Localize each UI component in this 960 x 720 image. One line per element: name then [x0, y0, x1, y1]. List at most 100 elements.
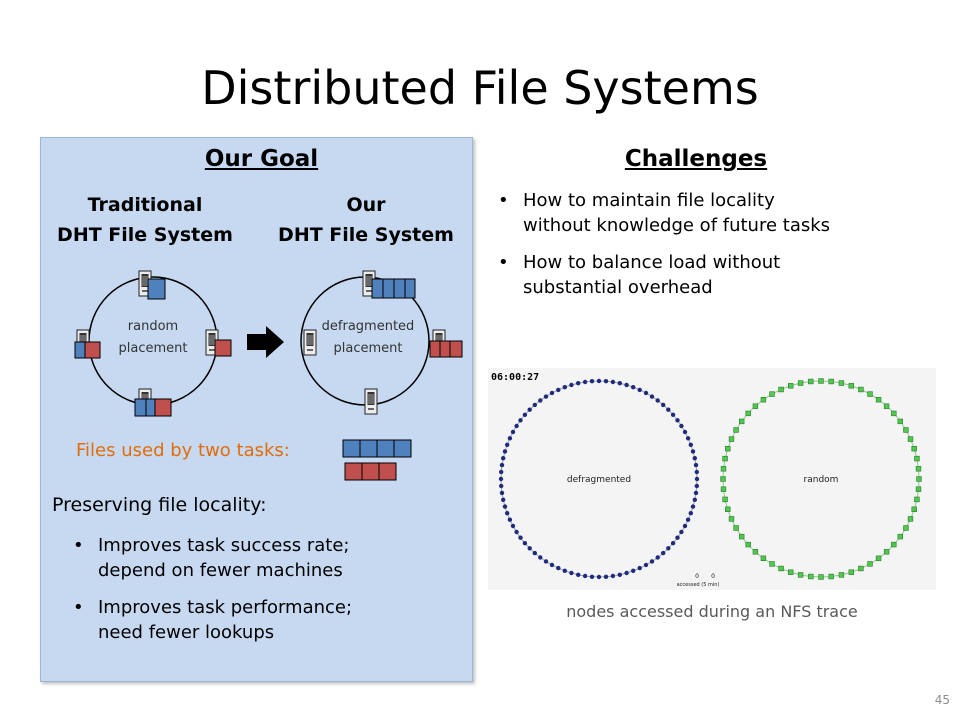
- trace-node: [643, 390, 649, 396]
- trace-node: [527, 407, 532, 412]
- trace-node: [505, 511, 510, 516]
- our-heading: Our DHT File System: [261, 190, 471, 250]
- trace-node: [769, 391, 775, 397]
- bullet-text-line1: How to maintain file locality: [523, 190, 775, 211]
- our-server-bottom: [364, 388, 378, 415]
- trace-caption: nodes accessed during an NFS trace: [566, 602, 858, 621]
- trace-node: [679, 529, 684, 535]
- trace-node: [549, 562, 555, 568]
- traditional-heading-line2: DHT File System: [57, 224, 233, 246]
- trace-node: [739, 418, 745, 425]
- trace-node: [589, 379, 595, 384]
- trace-node: [690, 449, 696, 454]
- trace-node: [897, 418, 903, 425]
- trace-node: [867, 561, 873, 567]
- bullet-text-line1: Improves task success rate;: [98, 535, 350, 556]
- trace-node: [891, 410, 897, 417]
- trace-node: [760, 396, 767, 403]
- our-heading-line2: DHT File System: [278, 224, 454, 246]
- trace-node: [778, 565, 784, 572]
- trace-node: [745, 410, 751, 417]
- trace-node: [818, 574, 824, 580]
- trace-node: [527, 546, 532, 551]
- trace-node: [808, 378, 814, 385]
- trace-legend-text: accessed (5 min): [677, 582, 720, 588]
- trace-node: [745, 541, 751, 548]
- trace-node: [693, 490, 699, 496]
- trace-node: [510, 429, 516, 435]
- trace-node: [596, 574, 602, 580]
- trace-node: [569, 382, 574, 388]
- trace-node: [739, 533, 745, 540]
- trace-node: [576, 381, 581, 386]
- bullet-icon: •: [498, 190, 509, 211]
- trace-node: [720, 476, 726, 482]
- traditional-server-right: [205, 329, 232, 357]
- trace-node: [733, 525, 739, 531]
- trace-node: [505, 442, 510, 447]
- trace-node: [916, 476, 922, 482]
- trace-node: [875, 555, 882, 561]
- trace-node: [907, 436, 914, 442]
- slide-title: Distributed File Systems: [201, 61, 759, 115]
- trace-node: [787, 383, 794, 389]
- trace-node: [914, 455, 920, 462]
- trace-node: [624, 382, 629, 388]
- trace-node: [637, 387, 642, 393]
- trace-node: [883, 403, 890, 409]
- trace-node: [720, 466, 727, 472]
- trace-node: [690, 504, 696, 509]
- trace-node: [797, 380, 804, 386]
- files-legend: [342, 439, 412, 481]
- traditional-heading-line1: Traditional: [87, 194, 203, 216]
- trace-node: [499, 483, 504, 489]
- nfs-trace-image: 06:00:27 defragmented random 0 0 accesse…: [488, 368, 936, 590]
- trace-node: [501, 497, 506, 502]
- bullet-icon: •: [73, 597, 84, 618]
- trace-node: [752, 403, 759, 409]
- goal-panel: [40, 137, 473, 682]
- trace-timestamp: 06:00:27: [491, 372, 539, 383]
- random-nodes: [720, 378, 922, 580]
- trace-node: [661, 550, 666, 556]
- trace-node: [828, 378, 834, 385]
- trace-node: [858, 565, 864, 572]
- trace-node: [576, 572, 581, 577]
- trace-node: [582, 573, 588, 579]
- trace-node: [858, 386, 864, 393]
- trace-node: [722, 455, 728, 462]
- trace-node: [679, 423, 684, 429]
- trace-node: [685, 517, 691, 522]
- trace-node: [903, 427, 909, 433]
- goal-heading: Our Goal: [204, 146, 319, 172]
- trace-node: [666, 546, 671, 551]
- trace-node: [543, 559, 549, 564]
- trace-node: [655, 398, 660, 403]
- right-arrow-icon: [247, 326, 284, 358]
- trace-node: [808, 573, 814, 580]
- trace-node: [694, 476, 700, 482]
- locality-list: • Improves task success rate; depend on …: [70, 533, 450, 657]
- trace-node: [915, 466, 922, 472]
- trace-node: [549, 390, 555, 396]
- trace-node: [617, 381, 622, 386]
- trace-node: [624, 570, 629, 576]
- trace-node: [502, 504, 508, 509]
- trace-node: [502, 449, 508, 454]
- trace-node: [688, 511, 693, 516]
- trace-node: [522, 541, 528, 546]
- our-heading-line1: Our: [346, 194, 386, 216]
- trace-node: [631, 568, 636, 573]
- bullet-text-line1: Improves task performance;: [98, 597, 353, 618]
- trace-node: [649, 559, 655, 564]
- trace-node: [499, 462, 505, 468]
- trace-node: [675, 418, 680, 423]
- trace-node: [499, 490, 505, 496]
- trace-node: [532, 402, 537, 408]
- trace-node: [666, 407, 671, 412]
- trace-legend-zero-a: 0: [695, 573, 699, 580]
- our-server-right: [429, 329, 463, 358]
- locality-bullet-1: • Improves task success rate; depend on …: [70, 533, 450, 583]
- trace-node: [848, 569, 854, 575]
- trace-node: [915, 486, 922, 492]
